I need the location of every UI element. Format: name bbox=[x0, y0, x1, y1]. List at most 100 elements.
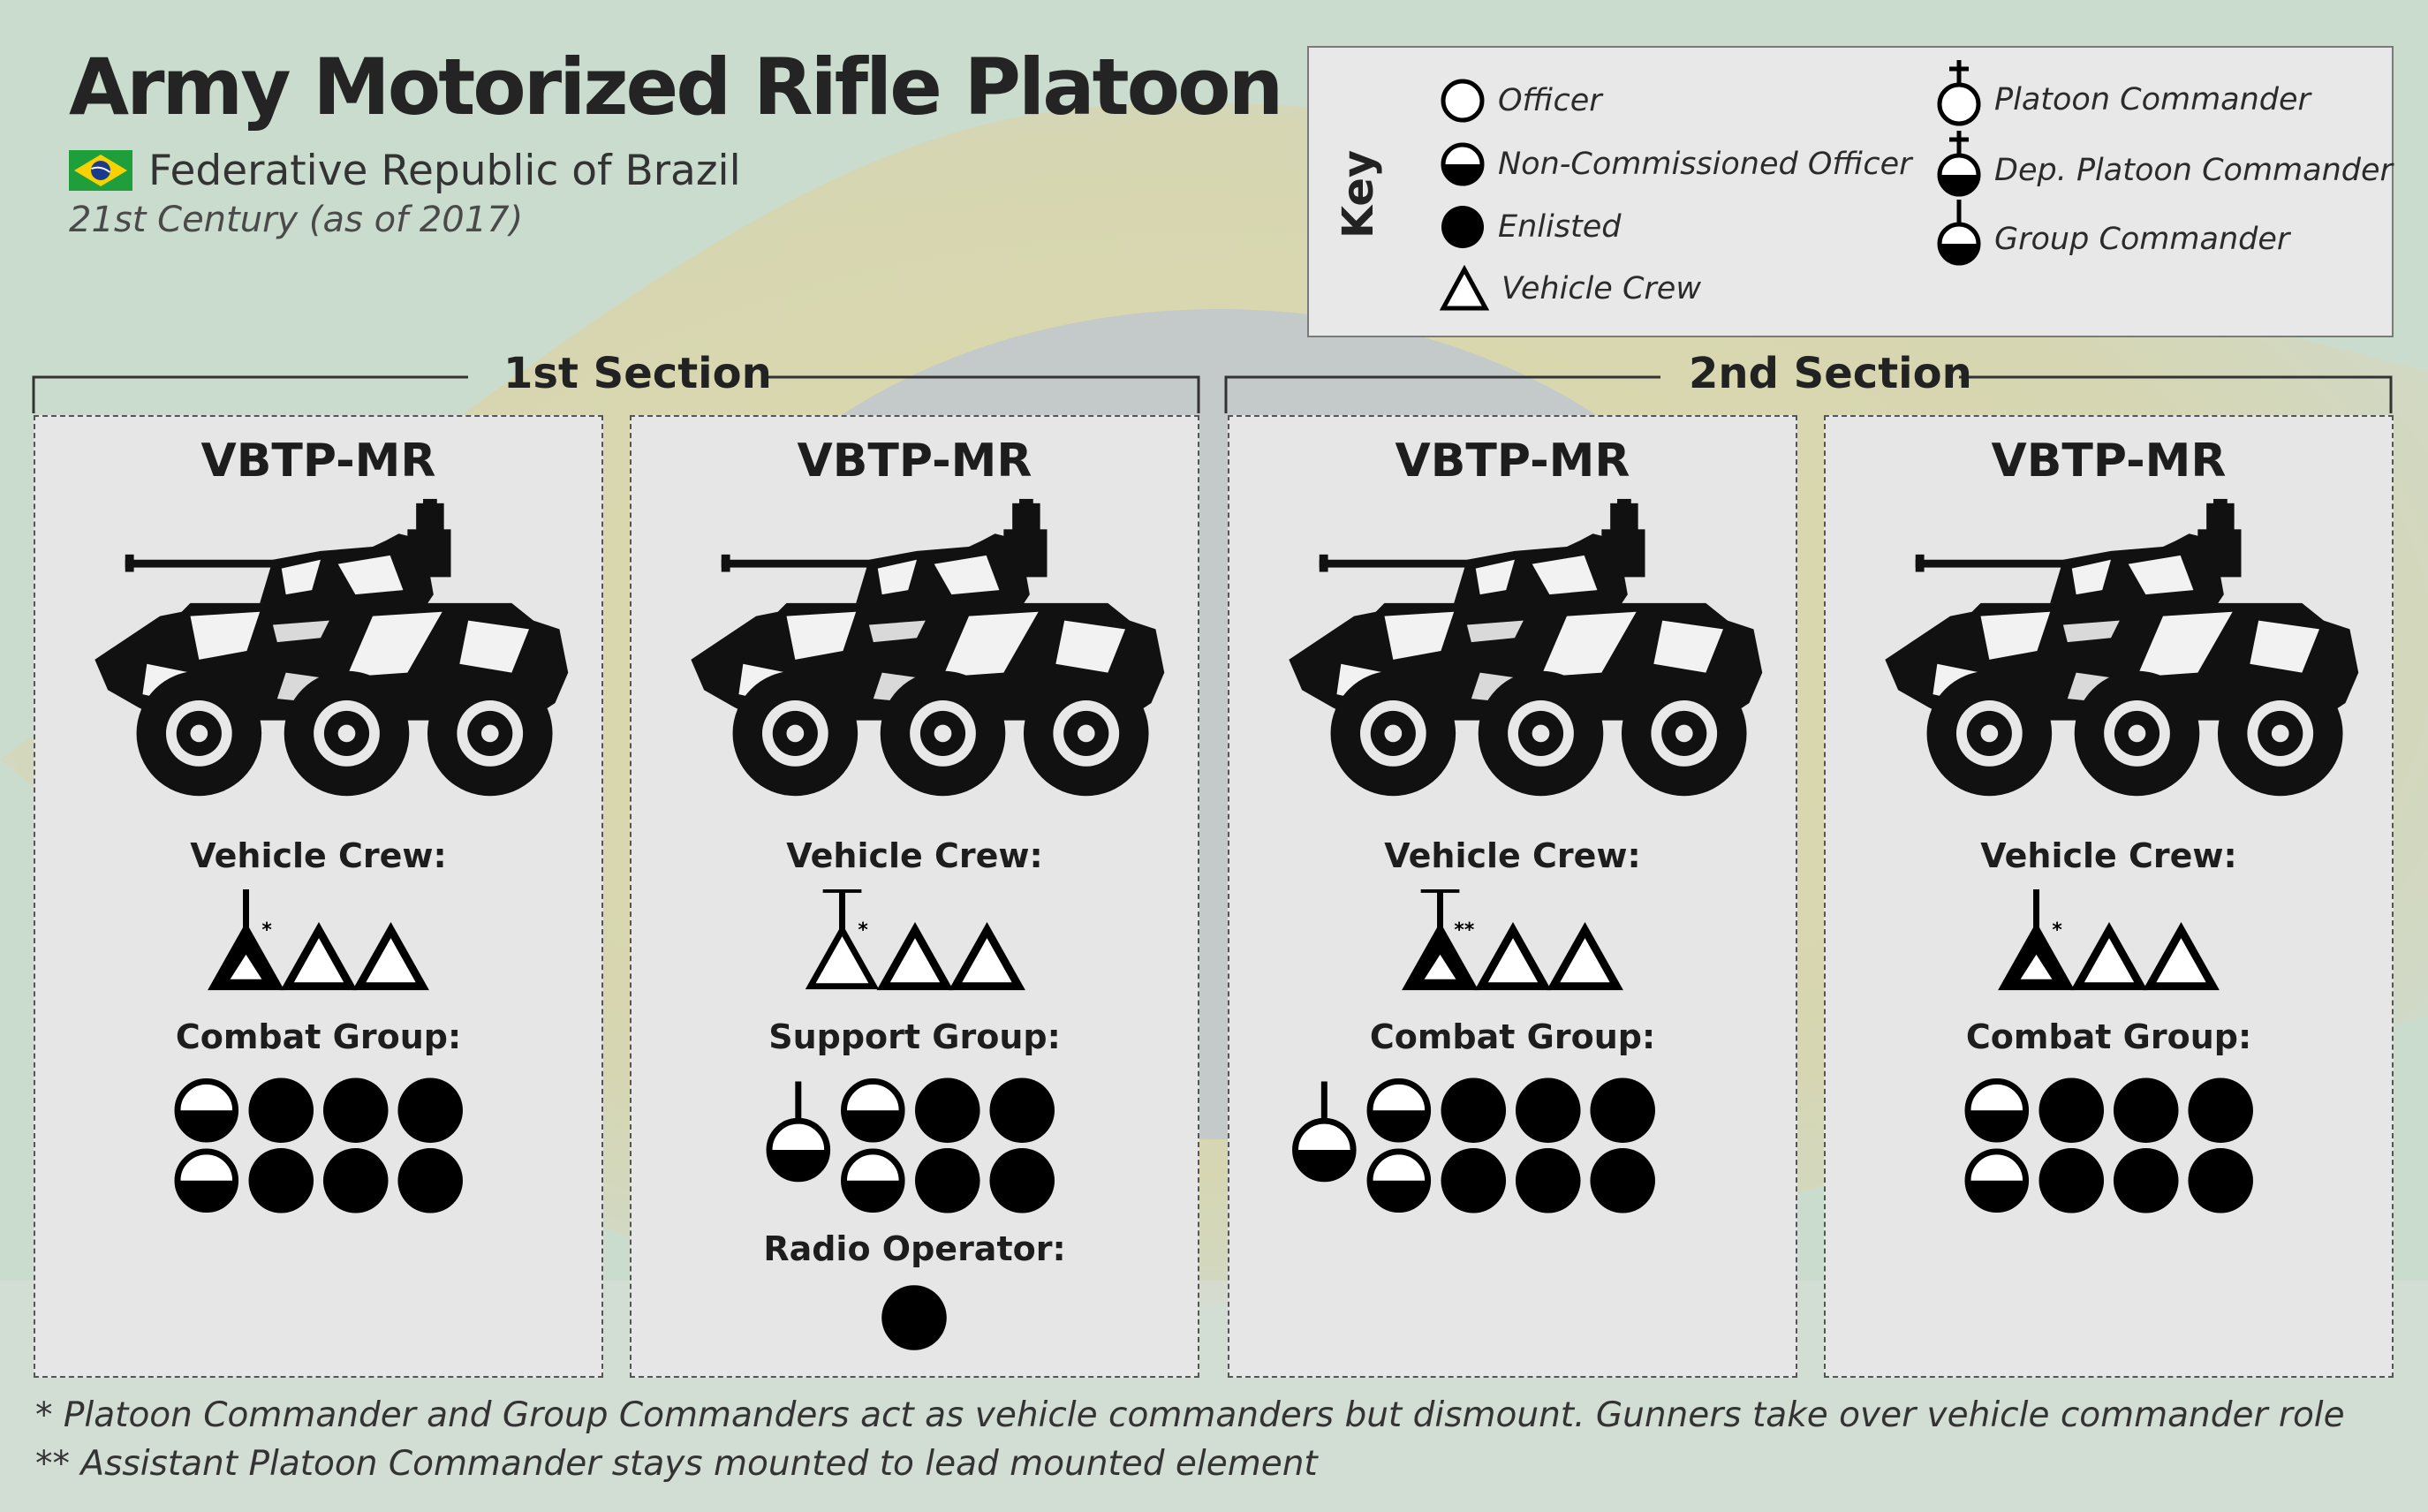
vbtp-mr-vehicle-image bbox=[95, 498, 569, 797]
key-item-group-commander: Group Commander bbox=[1936, 198, 2289, 267]
nco-icon bbox=[178, 1081, 236, 1139]
enlisted-icon bbox=[2113, 1077, 2179, 1144]
enlisted-icon bbox=[1441, 1077, 1507, 1144]
group-label: Combat Group: bbox=[1965, 1017, 2252, 1056]
crew-symbols: * bbox=[1826, 889, 2392, 995]
key-item-dep-platoon-commander: Dep. Platoon Commander bbox=[1936, 129, 2393, 198]
enlisted-icon bbox=[397, 1147, 463, 1213]
enlisted-icon bbox=[2188, 1147, 2253, 1213]
key-item-platoon-commander: Platoon Commander bbox=[1936, 58, 2311, 127]
crew-symbols: ** bbox=[1229, 889, 1796, 995]
crew-label: Vehicle Crew: bbox=[190, 836, 447, 875]
nco-icon bbox=[843, 1081, 902, 1139]
group-label: Combat Group: bbox=[1369, 1017, 1656, 1056]
platoon-commander-icon bbox=[1937, 60, 1981, 126]
dep-platoon-commander-icon bbox=[1937, 131, 1981, 197]
vehicle-crew-icon bbox=[1481, 930, 1545, 987]
nco-icon bbox=[1370, 1081, 1428, 1139]
vehicle-crew-icon bbox=[1440, 265, 1489, 311]
footnote-2: ** Assistant Platoon Commander stays mou… bbox=[35, 1444, 1318, 1484]
vehicle-panel-2: VBTP-MR Vehicle Crew: * Support Group: R… bbox=[630, 415, 1199, 1378]
nco-icon bbox=[1968, 1152, 2026, 1210]
vehicle-crew-icon bbox=[359, 930, 423, 987]
support-group-symbols bbox=[632, 1077, 1055, 1213]
key-box bbox=[1307, 46, 2394, 337]
enlisted-icon bbox=[2038, 1077, 2105, 1144]
group-label: Support Group: bbox=[768, 1017, 1061, 1056]
vehicle-crew-icon bbox=[883, 930, 947, 987]
enlisted-icon bbox=[2113, 1147, 2179, 1213]
nco-icon bbox=[178, 1152, 236, 1210]
vehicle-name: VBTP-MR bbox=[200, 435, 436, 488]
vehicle-crew-icon bbox=[956, 930, 1019, 987]
enlisted-icon bbox=[248, 1147, 314, 1213]
period-label: 21st Century (as of 2017) bbox=[69, 200, 524, 240]
country-name: Federative Republic of Brazil bbox=[148, 146, 741, 195]
key-item-enlisted: Enlisted bbox=[1440, 204, 1621, 250]
enlisted-icon bbox=[322, 1147, 389, 1213]
section-bracket-1 bbox=[32, 375, 1200, 413]
enlisted-icon bbox=[1515, 1147, 1581, 1213]
combat-group-symbols bbox=[35, 1077, 463, 1213]
crew-symbols: * bbox=[632, 889, 1198, 995]
enlisted-icon bbox=[914, 1147, 980, 1213]
officer-icon bbox=[1441, 79, 1485, 123]
crew-label: Vehicle Crew: bbox=[786, 836, 1043, 875]
country-row: Federative Republic of Brazil bbox=[69, 146, 741, 195]
vehicle-crew-icon bbox=[2150, 930, 2213, 987]
group-commander-icon bbox=[1296, 1081, 1354, 1178]
key-item-vehicle-crew: Vehicle Crew bbox=[1440, 265, 1701, 313]
enlisted-icon bbox=[1590, 1077, 1655, 1144]
enlisted-icon bbox=[989, 1147, 1055, 1213]
key-item-officer: Officer bbox=[1440, 78, 1602, 124]
enlisted-icon bbox=[2038, 1147, 2105, 1213]
vbtp-mr-vehicle-image bbox=[691, 498, 1165, 797]
vehicle-name: VBTP-MR bbox=[797, 435, 1032, 488]
combat-group-symbols bbox=[1826, 1077, 2253, 1213]
radio-operator-label: Radio Operator: bbox=[763, 1229, 1066, 1268]
group-label: Combat Group: bbox=[175, 1017, 462, 1056]
nco-icon bbox=[1370, 1152, 1428, 1210]
vehicle-panel-4: VBTP-MR Vehicle Crew: * Combat Group: bbox=[1824, 415, 2394, 1378]
enlisted-icon bbox=[914, 1077, 980, 1144]
vehicle-crew-icon bbox=[287, 930, 351, 987]
enlisted-icon bbox=[989, 1077, 1055, 1144]
group-commander-icon bbox=[769, 1081, 828, 1178]
section-title-2: 2nd Section bbox=[1689, 349, 1972, 398]
vehicle-panel-1: VBTP-MR Vehicle Crew: * Combat Group: bbox=[34, 415, 603, 1378]
enlisted-icon bbox=[881, 1285, 947, 1350]
radio-operator-symbol bbox=[881, 1285, 947, 1350]
vehicle-crew-icon bbox=[2077, 930, 2141, 987]
enlisted-icon bbox=[1441, 206, 1484, 248]
combat-group-symbols bbox=[1229, 1077, 1655, 1213]
group-commander-icon bbox=[1937, 200, 1981, 266]
crew-note: * bbox=[2052, 919, 2061, 941]
enlisted-icon bbox=[397, 1077, 463, 1144]
vbtp-mr-vehicle-image bbox=[1289, 498, 1763, 797]
crew-note: ** bbox=[1454, 919, 1474, 941]
page-title: Army Motorized Rifle Platoon bbox=[69, 42, 1283, 132]
vehicle-name: VBTP-MR bbox=[1395, 435, 1630, 488]
enlisted-icon bbox=[1590, 1147, 1655, 1213]
vehicle-crew-icon bbox=[1554, 930, 1617, 987]
brazil-flag-icon bbox=[69, 150, 132, 191]
vehicle-name: VBTP-MR bbox=[1991, 435, 2227, 488]
crew-note: * bbox=[858, 919, 867, 941]
key-title: Key bbox=[1334, 149, 1383, 238]
crew-label: Vehicle Crew: bbox=[1384, 836, 1641, 875]
enlisted-icon bbox=[2188, 1077, 2253, 1144]
key-item-nco: Non-Commissioned Officer bbox=[1440, 141, 1912, 187]
crew-note: * bbox=[261, 919, 271, 941]
section-bracket-2 bbox=[1224, 375, 2393, 413]
footnote-1: * Platoon Commander and Group Commanders… bbox=[35, 1395, 2345, 1435]
enlisted-icon bbox=[322, 1077, 389, 1144]
nco-icon bbox=[1968, 1081, 2026, 1139]
vbtp-mr-vehicle-image bbox=[1885, 498, 2359, 797]
section-title-1: 1st Section bbox=[503, 349, 772, 398]
nco-icon bbox=[1441, 142, 1485, 186]
crew-label: Vehicle Crew: bbox=[1980, 836, 2237, 875]
enlisted-icon bbox=[1515, 1077, 1581, 1144]
crew-symbols: * bbox=[35, 889, 601, 995]
enlisted-icon bbox=[1441, 1147, 1507, 1213]
nco-icon bbox=[843, 1152, 902, 1210]
